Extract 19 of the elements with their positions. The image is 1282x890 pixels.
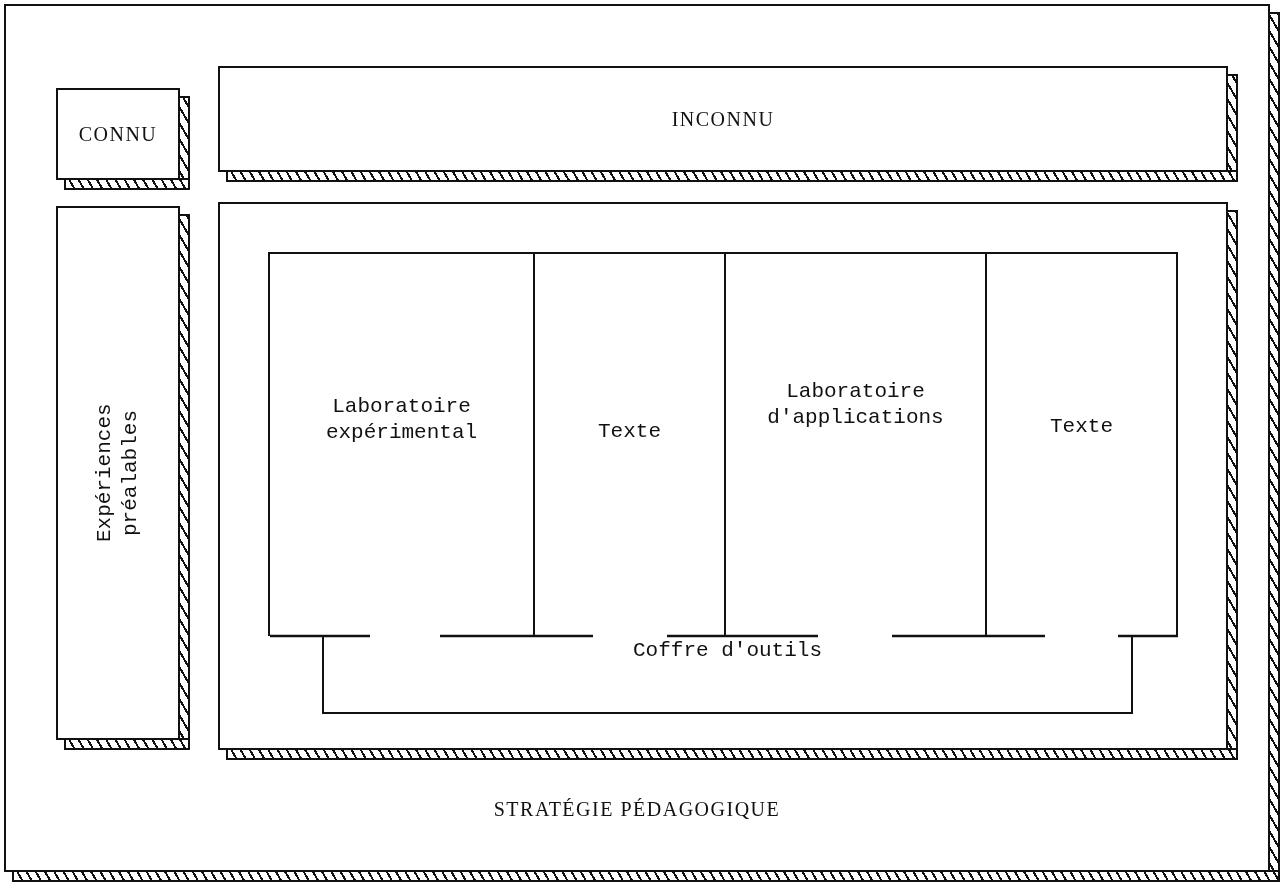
column bbox=[724, 252, 985, 636]
outer-frame bbox=[4, 4, 1270, 872]
tray bbox=[322, 636, 1133, 714]
panel bbox=[218, 202, 1228, 750]
label: STRATÉGIE PÉDAGOGIQUE bbox=[493, 797, 781, 822]
panel bbox=[56, 88, 180, 180]
label: INCONNU bbox=[671, 106, 775, 132]
label: Coffre d'outils bbox=[633, 638, 822, 664]
label: Texte bbox=[598, 419, 661, 445]
column bbox=[533, 252, 724, 636]
label: Laboratoire expérimental bbox=[324, 394, 479, 447]
panel bbox=[56, 206, 180, 740]
column bbox=[268, 252, 533, 636]
label: Expériences préalables bbox=[91, 402, 143, 545]
label: Texte bbox=[1050, 414, 1113, 440]
panel bbox=[218, 66, 1228, 172]
label: CONNU bbox=[78, 121, 158, 147]
column bbox=[985, 252, 1178, 636]
label: Laboratoire d'applications bbox=[766, 379, 945, 432]
